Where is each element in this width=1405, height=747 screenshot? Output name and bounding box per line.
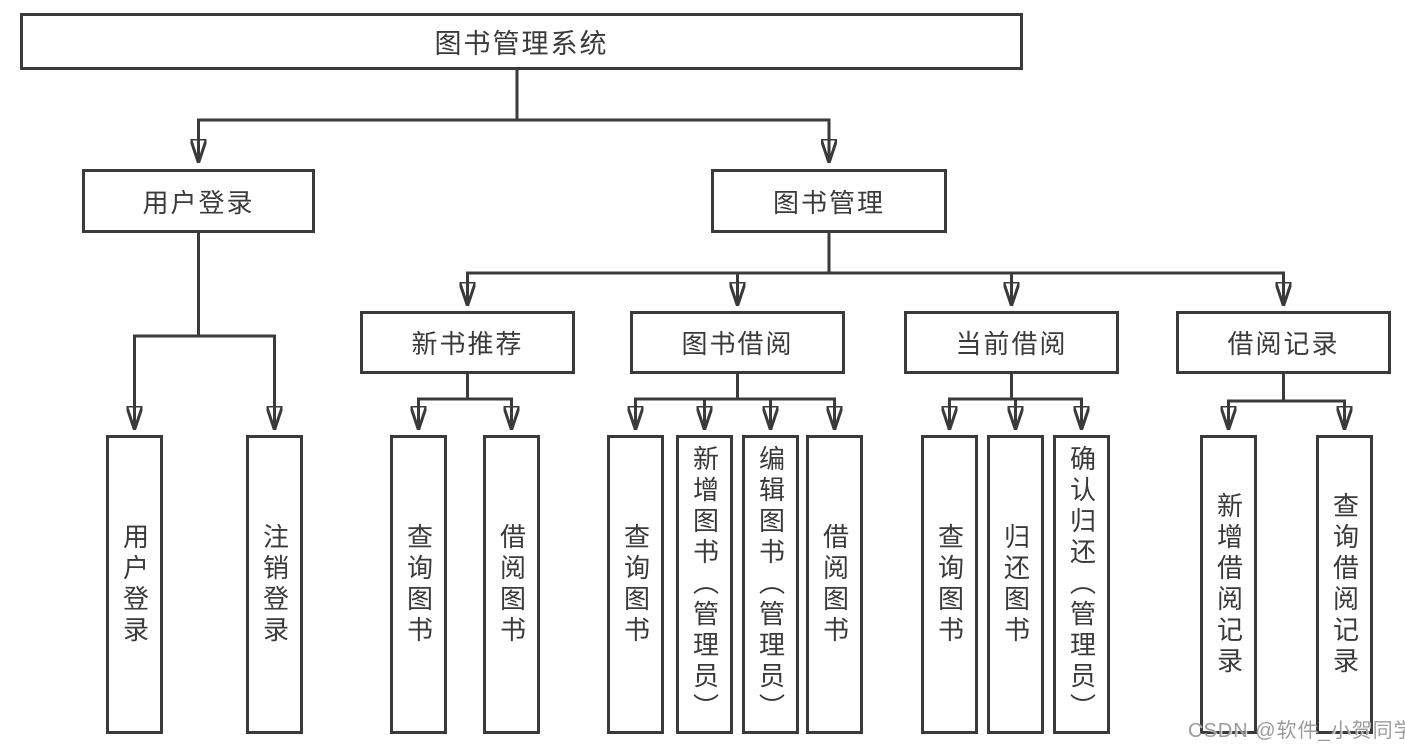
- leaf-label: 归还图书: [1000, 522, 1031, 647]
- node-label: 当前借阅: [955, 329, 1068, 359]
- node-label: 图书管理: [772, 187, 885, 218]
- leaf-return-books: 归还图书: [987, 435, 1044, 734]
- leaf-logout: 注销登录: [246, 435, 303, 734]
- leaf-label: 借阅图书: [496, 522, 527, 647]
- node-current-borrow: 当前借阅: [904, 311, 1119, 374]
- leaf-label: 新增借阅记录: [1213, 491, 1244, 678]
- leaf-label: 查询图书: [934, 522, 965, 647]
- node-borrow-records: 借阅记录: [1176, 311, 1391, 374]
- node-new-book-recommend: 新书推荐: [360, 311, 575, 374]
- node-label: 用户登录: [142, 187, 255, 218]
- leaf-add-borrow-record: 新增借阅记录: [1200, 435, 1257, 734]
- node-book-management: 图书管理: [711, 169, 947, 233]
- leaf-query-borrow-record: 查询借阅记录: [1316, 435, 1373, 734]
- leaf-edit-books-admin: 编辑图书（管理员）: [742, 435, 799, 734]
- csdn-watermark: CSDN @软件_小贺同学: [1188, 720, 1405, 742]
- leaf-query-books-borrow: 查询图书: [607, 435, 664, 734]
- leaf-label: 借阅图书: [819, 522, 850, 647]
- leaf-confirm-return-admin: 确认归还（管理员）: [1053, 435, 1110, 734]
- node-library-system: 图书管理系统: [20, 13, 1023, 70]
- leaf-query-books-recommend: 查询图书: [390, 435, 447, 734]
- node-label: 新书推荐: [411, 329, 524, 359]
- leaf-add-books-admin: 新增图书（管理员）: [676, 435, 733, 734]
- leaf-user-login: 用户登录: [106, 435, 163, 734]
- leaf-label: 新增图书（管理员）: [689, 445, 720, 724]
- node-label: 图书借阅: [681, 329, 794, 359]
- node-user-login: 用户登录: [82, 169, 315, 233]
- leaf-label: 查询图书: [403, 522, 434, 647]
- node-label: 图书管理系统: [434, 29, 609, 59]
- leaf-label: 查询借阅记录: [1329, 491, 1360, 678]
- node-book-borrow: 图书借阅: [630, 311, 845, 374]
- leaf-borrow-books-recommend: 借阅图书: [483, 435, 540, 734]
- node-label: 借阅记录: [1227, 329, 1340, 359]
- leaf-borrow-books: 借阅图书: [806, 435, 863, 734]
- leaf-label: 编辑图书（管理员）: [755, 445, 786, 724]
- leaf-label: 注销登录: [259, 522, 290, 647]
- leaf-label: 查询图书: [620, 522, 651, 647]
- leaf-label: 用户登录: [119, 522, 150, 647]
- leaf-query-books-current: 查询图书: [921, 435, 978, 734]
- leaf-label: 确认归还（管理员）: [1066, 445, 1097, 724]
